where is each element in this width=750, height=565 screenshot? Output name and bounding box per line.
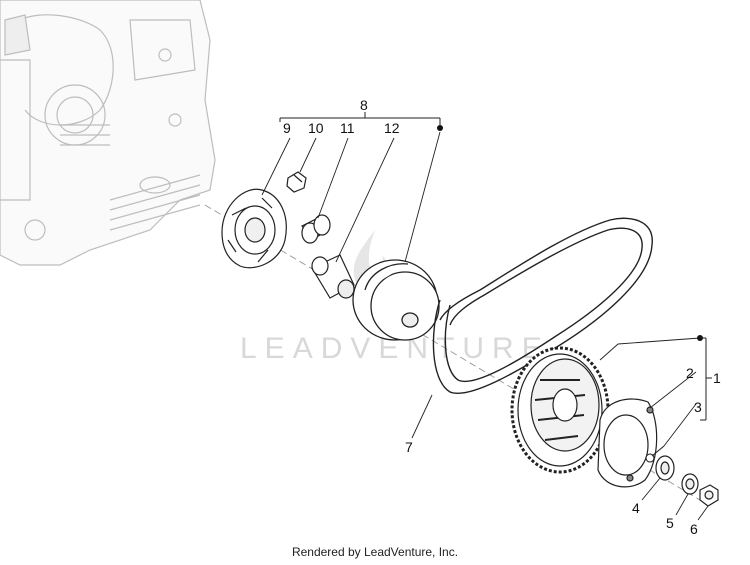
- callout-11: 11: [340, 120, 355, 136]
- ramp-plate-icon: [221, 188, 287, 269]
- group-bracket-8: [279, 112, 441, 128]
- centerline: [204, 204, 701, 501]
- spring-washer-icon: [681, 473, 699, 495]
- leader-lines: [261, 131, 709, 521]
- pulley-icon: [352, 259, 440, 341]
- callout-6: 6: [690, 521, 698, 537]
- crankcase-icon: [0, 0, 216, 266]
- variator-assembly-icon: [510, 346, 610, 474]
- callout-2: 2: [686, 365, 694, 381]
- spacer-sleeve-icon: [311, 254, 355, 299]
- roller-slider-icon: [286, 171, 307, 193]
- callout-1: 1: [713, 370, 721, 386]
- callout-4: 4: [632, 500, 640, 516]
- callout-8: 8: [360, 97, 368, 113]
- callout-12: 12: [384, 120, 400, 136]
- callout-10: 10: [308, 120, 324, 136]
- drive-belt-icon: [432, 217, 653, 394]
- bolt-icon: [645, 445, 665, 463]
- group-bracket-1: [700, 337, 712, 421]
- callout-7: 7: [405, 439, 413, 455]
- callout-9: 9: [283, 120, 291, 136]
- marker-dot: [437, 125, 443, 131]
- cover-plate-icon: [597, 398, 658, 488]
- washer-icon: [655, 455, 675, 481]
- callout-3: 3: [694, 399, 702, 415]
- callout-5: 5: [666, 515, 674, 531]
- nut-icon: [699, 484, 719, 507]
- bushing-icon: [301, 214, 331, 244]
- footer-credit: Rendered by LeadVenture, Inc.: [291, 545, 459, 559]
